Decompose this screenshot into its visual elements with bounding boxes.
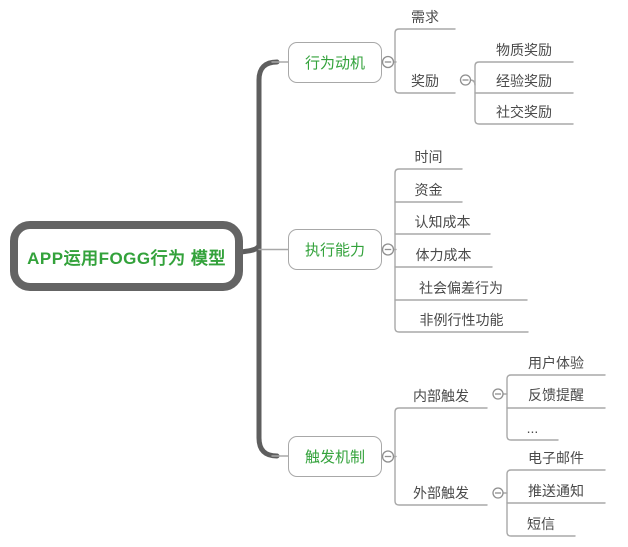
topic-non-routine-function[interactable]: 非例行性功能 bbox=[419, 312, 504, 328]
topic-rewards[interactable]: 奖励 bbox=[411, 73, 439, 89]
topic-trigger-mechanism-label: 触发机制 bbox=[304, 449, 365, 466]
topic-social-reward[interactable]: 社交奖励 bbox=[496, 104, 552, 120]
topic-social-deviance-behavior[interactable]: 社会偏差行为 bbox=[419, 280, 503, 296]
bracket-execution-ability bbox=[394, 168, 529, 333]
topic-feedback-reminder[interactable]: 反馈提醒 bbox=[528, 387, 584, 403]
collapse-button-behavior-motivation[interactable] bbox=[381, 55, 395, 69]
topic-behavior-motivation-label: 行为动机 bbox=[304, 55, 365, 72]
topic-user-experience[interactable]: 用户体验 bbox=[528, 355, 584, 371]
topic-behavior-motivation[interactable]: 行为动机 bbox=[288, 42, 382, 83]
topic-experience-reward[interactable]: 经验奖励 bbox=[496, 73, 552, 89]
root-topic[interactable]: APP运用FOGG行为 模型 bbox=[10, 221, 243, 291]
topic-sms[interactable]: 短信 bbox=[527, 516, 555, 532]
topic-ellipsis[interactable]: ... bbox=[526, 420, 539, 436]
topic-email[interactable]: 电子邮件 bbox=[528, 450, 584, 466]
collapse-button-rewards[interactable] bbox=[459, 74, 472, 86]
bracket-behavior-motivation bbox=[394, 28, 456, 94]
collapse-button-trigger-mechanism[interactable] bbox=[381, 450, 395, 463]
topic-execution-ability-label: 执行能力 bbox=[304, 242, 365, 259]
topic-external-trigger[interactable]: 外部触发 bbox=[413, 485, 469, 501]
topic-trigger-mechanism[interactable]: 触发机制 bbox=[288, 436, 382, 477]
topic-internal-trigger[interactable]: 内部触发 bbox=[413, 388, 469, 404]
collapse-button-execution-ability[interactable] bbox=[381, 243, 395, 256]
trunk-connector bbox=[256, 59, 280, 459]
topic-material-reward[interactable]: 物质奖励 bbox=[496, 42, 552, 58]
root-trunk-link bbox=[238, 244, 261, 255]
root-topic-label: APP运用FOGG行为 模型 bbox=[27, 248, 226, 268]
topic-push-notification[interactable]: 推送通知 bbox=[528, 483, 584, 499]
topic-physical-cost[interactable]: 体力成本 bbox=[415, 247, 472, 263]
topic-needs[interactable]: 需求 bbox=[411, 9, 439, 25]
collapse-button-internal-trigger[interactable] bbox=[492, 388, 504, 400]
collapse-button-external-trigger[interactable] bbox=[492, 487, 504, 499]
topic-funds[interactable]: 资金 bbox=[414, 182, 443, 198]
topic-cognitive-cost[interactable]: 认知成本 bbox=[414, 214, 471, 230]
topic-execution-ability[interactable]: 执行能力 bbox=[288, 229, 382, 270]
topic-time[interactable]: 时间 bbox=[414, 149, 443, 165]
